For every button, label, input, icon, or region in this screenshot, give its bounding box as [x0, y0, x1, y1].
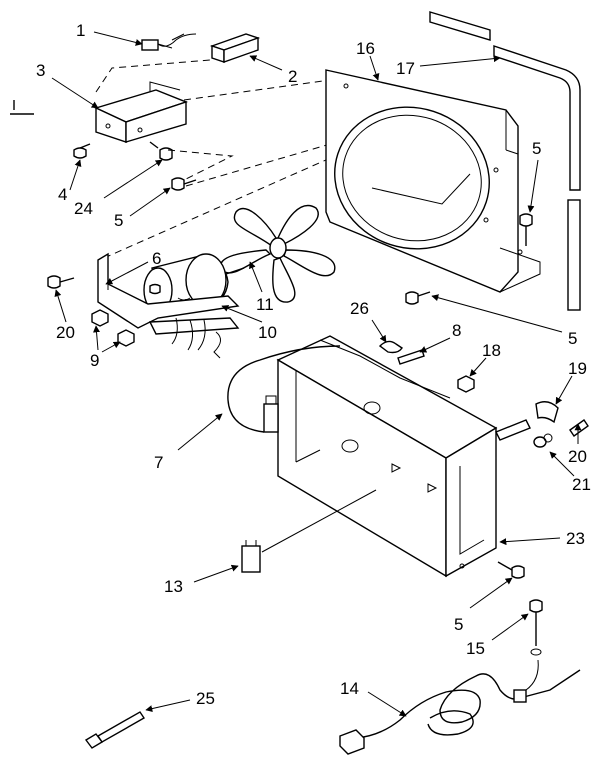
callout-16: 16 [356, 39, 375, 58]
callout-8: 8 [452, 321, 461, 340]
part-screw-6 [149, 283, 161, 295]
part-base-pan [276, 335, 498, 578]
callout-6: 6 [152, 249, 161, 268]
callout-25: 25 [196, 689, 215, 708]
part-foam-seal-strips [429, 11, 581, 311]
callout-5c: 5 [568, 329, 577, 348]
callout-17: 17 [396, 59, 415, 78]
callout-4: 4 [58, 185, 67, 204]
part-screw-5a [171, 177, 197, 191]
callout-13: 13 [164, 577, 183, 596]
part-screw-4 [73, 143, 91, 159]
callout-26: 26 [350, 299, 369, 318]
callout-7: 7 [154, 453, 163, 472]
callout-5b: 5 [532, 139, 541, 158]
part-nut-9a [91, 309, 109, 327]
callout-18: 18 [482, 341, 501, 360]
callout-14: 14 [340, 679, 359, 698]
callout-23: 23 [566, 529, 585, 548]
part-cable-tie-25 [84, 711, 145, 749]
callout-24: 24 [74, 199, 93, 218]
callout-5d: 5 [454, 615, 463, 634]
callout-20a: 20 [56, 323, 75, 342]
part-strap-19 [535, 401, 559, 424]
callout-labels: 1 2 3 4 24 5 16 17 5 6 11 20 9 10 5 26 8… [36, 21, 591, 708]
callout-10: 10 [258, 323, 277, 342]
part-power-cord-14 [339, 659, 581, 755]
callout-1: 1 [76, 21, 85, 40]
part-screw-20b [569, 419, 589, 437]
part-screw-20a [47, 275, 75, 289]
part-clip-26 [378, 340, 403, 354]
part-screw-24 [149, 141, 173, 161]
part-control-bracket [94, 81, 189, 143]
callout-3: 3 [36, 61, 45, 80]
corner-mark [10, 100, 34, 115]
callout-5a: 5 [114, 211, 123, 230]
part-screw-15 [529, 599, 543, 656]
callout-2: 2 [288, 67, 297, 86]
callout-11: 11 [256, 295, 274, 314]
part-clamp-21 [495, 419, 553, 448]
leader-arrows [51, 31, 582, 717]
part-wire-harness-7 [227, 345, 341, 433]
part-nut-18 [457, 375, 475, 393]
callout-20b: 20 [568, 447, 587, 466]
part-screw-8 [397, 349, 425, 365]
part-relay-13 [241, 540, 261, 573]
part-wire-connector [139, 33, 197, 51]
callout-9: 9 [90, 351, 99, 370]
callout-15: 15 [466, 639, 485, 658]
part-fan-blade [220, 204, 336, 303]
part-screw-5d [497, 561, 525, 579]
part-screw-5c [405, 291, 431, 305]
part-fan-shroud [325, 69, 541, 293]
callout-19: 19 [568, 359, 587, 378]
part-motor-mount [97, 252, 240, 359]
part-screw-5b [519, 213, 533, 246]
part-terminal-block [209, 33, 261, 63]
part-nut-9b [117, 329, 135, 347]
callout-21: 21 [572, 475, 591, 494]
